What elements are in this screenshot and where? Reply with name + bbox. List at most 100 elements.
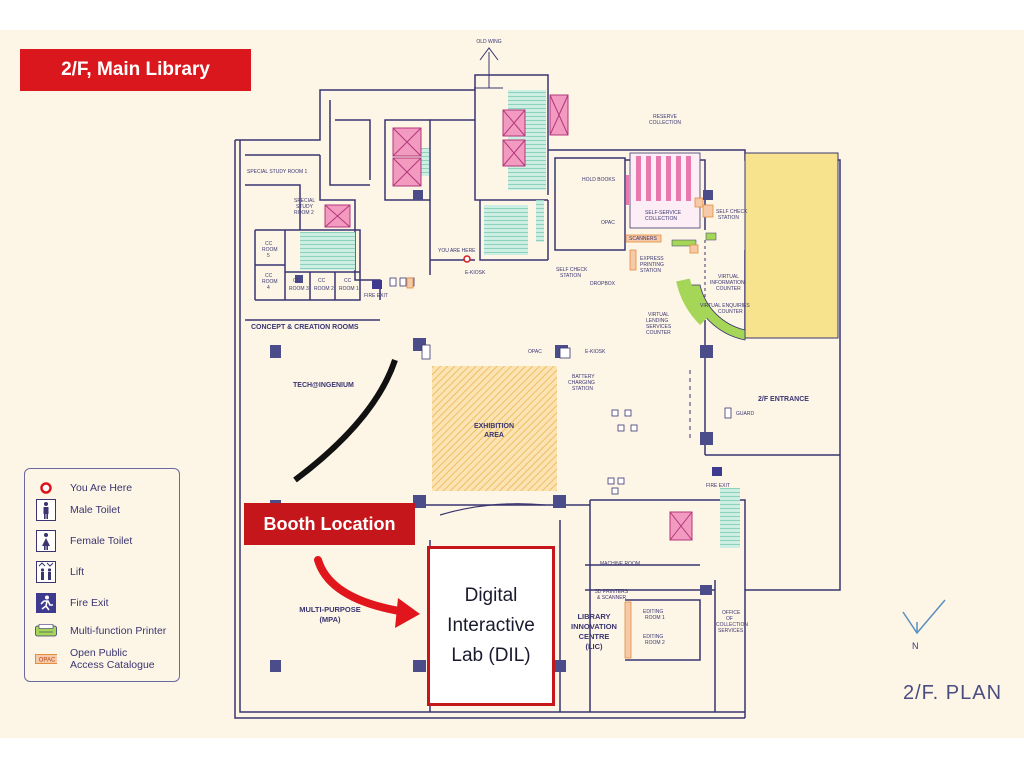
- svg-text:LIBRARY: LIBRARY: [577, 612, 610, 621]
- legend-item: Fire Exit: [35, 592, 109, 614]
- svg-text:SCANNERS: SCANNERS: [629, 236, 657, 242]
- dil-line-2: Interactive: [447, 615, 535, 636]
- svg-text:MULTI-PURPOSE: MULTI-PURPOSE: [299, 605, 361, 614]
- svg-text:BATTERY: BATTERY: [572, 374, 595, 380]
- svg-text:5: 5: [267, 253, 270, 259]
- svg-text:GUARD: GUARD: [736, 411, 754, 417]
- map-labels: OLD WING RESERVE COLLECTION HOLD BOOKS O…: [247, 39, 919, 651]
- svg-text:CENTRE: CENTRE: [579, 632, 610, 641]
- svg-text:3D PRINTERS: 3D PRINTERS: [595, 589, 629, 595]
- dil-highlight-box: Digital Interactive Lab (DIL): [427, 546, 555, 706]
- building-walls: [234, 74, 841, 719]
- lift-icon: [35, 561, 57, 583]
- svg-text:EDITING: EDITING: [643, 609, 663, 615]
- legend-item: Lift: [35, 561, 84, 583]
- svg-text:MACHINE ROOM: MACHINE ROOM: [600, 561, 640, 567]
- svg-text:2/F ENTRANCE: 2/F ENTRANCE: [758, 396, 809, 403]
- svg-text:EXHIBITION: EXHIBITION: [474, 423, 514, 430]
- you-are-here-icon: [35, 477, 57, 499]
- svg-text:COUNTER: COUNTER: [646, 330, 671, 336]
- svg-text:INNOVATION: INNOVATION: [571, 622, 617, 631]
- male-toilet-icon: [35, 499, 57, 521]
- svg-text:RESERVE: RESERVE: [653, 114, 677, 120]
- svg-text:ROOM 3: ROOM 3: [289, 286, 309, 292]
- fire-exit-icon: [35, 592, 57, 614]
- svg-text:OF: OF: [726, 616, 733, 622]
- reserve-shelves: [625, 152, 717, 271]
- printer-icon: [35, 620, 57, 642]
- legend-item: You Are Here: [35, 477, 132, 499]
- svg-text:4: 4: [267, 285, 270, 291]
- svg-text:E-KIOSK: E-KIOSK: [585, 349, 606, 355]
- svg-text:TECH@INGENIUM: TECH@INGENIUM: [293, 382, 354, 389]
- svg-text:CONCEPT & CREATION ROOMS: CONCEPT & CREATION ROOMS: [251, 324, 359, 331]
- svg-text:N: N: [912, 641, 919, 651]
- svg-text:SELF CHECK: SELF CHECK: [716, 209, 748, 215]
- svg-text:ROOM 1: ROOM 1: [339, 286, 359, 292]
- fire-exit-marker-1: [372, 280, 382, 289]
- compass-icon: [902, 599, 946, 635]
- svg-text:INFORMATION: INFORMATION: [710, 280, 745, 286]
- svg-text:SERVICES: SERVICES: [718, 628, 744, 634]
- svg-text:OPAC: OPAC: [39, 658, 56, 664]
- svg-text:ROOM 1: ROOM 1: [645, 615, 665, 621]
- pointer-arrow: [314, 556, 409, 616]
- svg-text:STATION: STATION: [640, 268, 661, 274]
- svg-text:SERVICES: SERVICES: [646, 324, 672, 330]
- svg-text:AREA: AREA: [484, 432, 504, 439]
- svg-text:EDITING: EDITING: [643, 634, 663, 640]
- plan-title: 2/F. PLAN: [903, 682, 1003, 704]
- svg-text:HOLD BOOKS: HOLD BOOKS: [582, 177, 616, 183]
- tech-ingenium-curve: [293, 359, 398, 483]
- svg-text:VIRTUAL: VIRTUAL: [648, 312, 669, 318]
- lifts: [324, 94, 693, 541]
- svg-text:STATION: STATION: [718, 215, 739, 221]
- svg-text:CC: CC: [344, 278, 352, 284]
- svg-text:YOU ARE HERE: YOU ARE HERE: [438, 248, 476, 254]
- svg-text:CC: CC: [265, 273, 273, 279]
- svg-text:ROOM: ROOM: [262, 279, 278, 285]
- exhibition-area: [432, 366, 557, 491]
- furniture: [389, 277, 732, 495]
- svg-text:COUNTER: COUNTER: [716, 286, 741, 292]
- stairs: [300, 90, 740, 548]
- reading-zone: [744, 152, 839, 339]
- legend-item: Multi-function Printer: [35, 620, 166, 642]
- svg-text:(LIC): (LIC): [585, 642, 603, 651]
- dil-line-3: Lab (DIL): [451, 645, 531, 666]
- dil-line-1: Digital: [464, 585, 518, 606]
- svg-text:COLLECTION: COLLECTION: [645, 216, 677, 222]
- svg-text:ROOM 2: ROOM 2: [294, 210, 314, 216]
- you-are-here-marker: [463, 255, 471, 263]
- svg-text:ROOM: ROOM: [262, 247, 278, 253]
- svg-text:CC: CC: [293, 278, 301, 284]
- svg-text:VIRTUAL: VIRTUAL: [718, 274, 739, 280]
- booth-location-label: Booth Location: [244, 503, 415, 545]
- page-title: 2/F, Main Library: [20, 49, 251, 91]
- female-toilet-icon: [35, 530, 57, 552]
- svg-text:SPECIAL: SPECIAL: [294, 198, 315, 204]
- svg-text:STATION: STATION: [560, 273, 581, 279]
- svg-text:COUNTER: COUNTER: [718, 309, 743, 315]
- svg-text:OLD WING: OLD WING: [476, 39, 501, 45]
- svg-text:CHARGING: CHARGING: [568, 380, 595, 386]
- legend-item: Female Toilet: [35, 530, 132, 552]
- svg-text:OFFICE: OFFICE: [722, 610, 741, 616]
- svg-text:FIRE EXIT: FIRE EXIT: [706, 483, 730, 489]
- svg-text:COLLECTION: COLLECTION: [649, 120, 681, 126]
- svg-text:STUDY: STUDY: [296, 204, 314, 210]
- svg-text:& SCANNER: & SCANNER: [597, 595, 627, 601]
- map-legend: You Are Here Male Toilet Female Toilet L…: [24, 468, 180, 682]
- svg-text:DROPBOX: DROPBOX: [590, 281, 616, 287]
- svg-text:LENDING: LENDING: [646, 318, 668, 324]
- svg-text:ROOM 2: ROOM 2: [645, 640, 665, 646]
- svg-text:PRINTING: PRINTING: [640, 262, 664, 268]
- svg-text:OPAC: OPAC: [528, 349, 542, 355]
- old-wing-arrow: [474, 47, 503, 89]
- svg-text:COLLECTION: COLLECTION: [716, 622, 748, 628]
- svg-text:EXPRESS: EXPRESS: [640, 256, 664, 262]
- svg-text:VIRTUAL ENQUIRIES: VIRTUAL ENQUIRIES: [700, 303, 750, 309]
- svg-text:SPECIAL STUDY ROOM 1: SPECIAL STUDY ROOM 1: [247, 169, 308, 175]
- svg-text:(MPA): (MPA): [319, 615, 341, 624]
